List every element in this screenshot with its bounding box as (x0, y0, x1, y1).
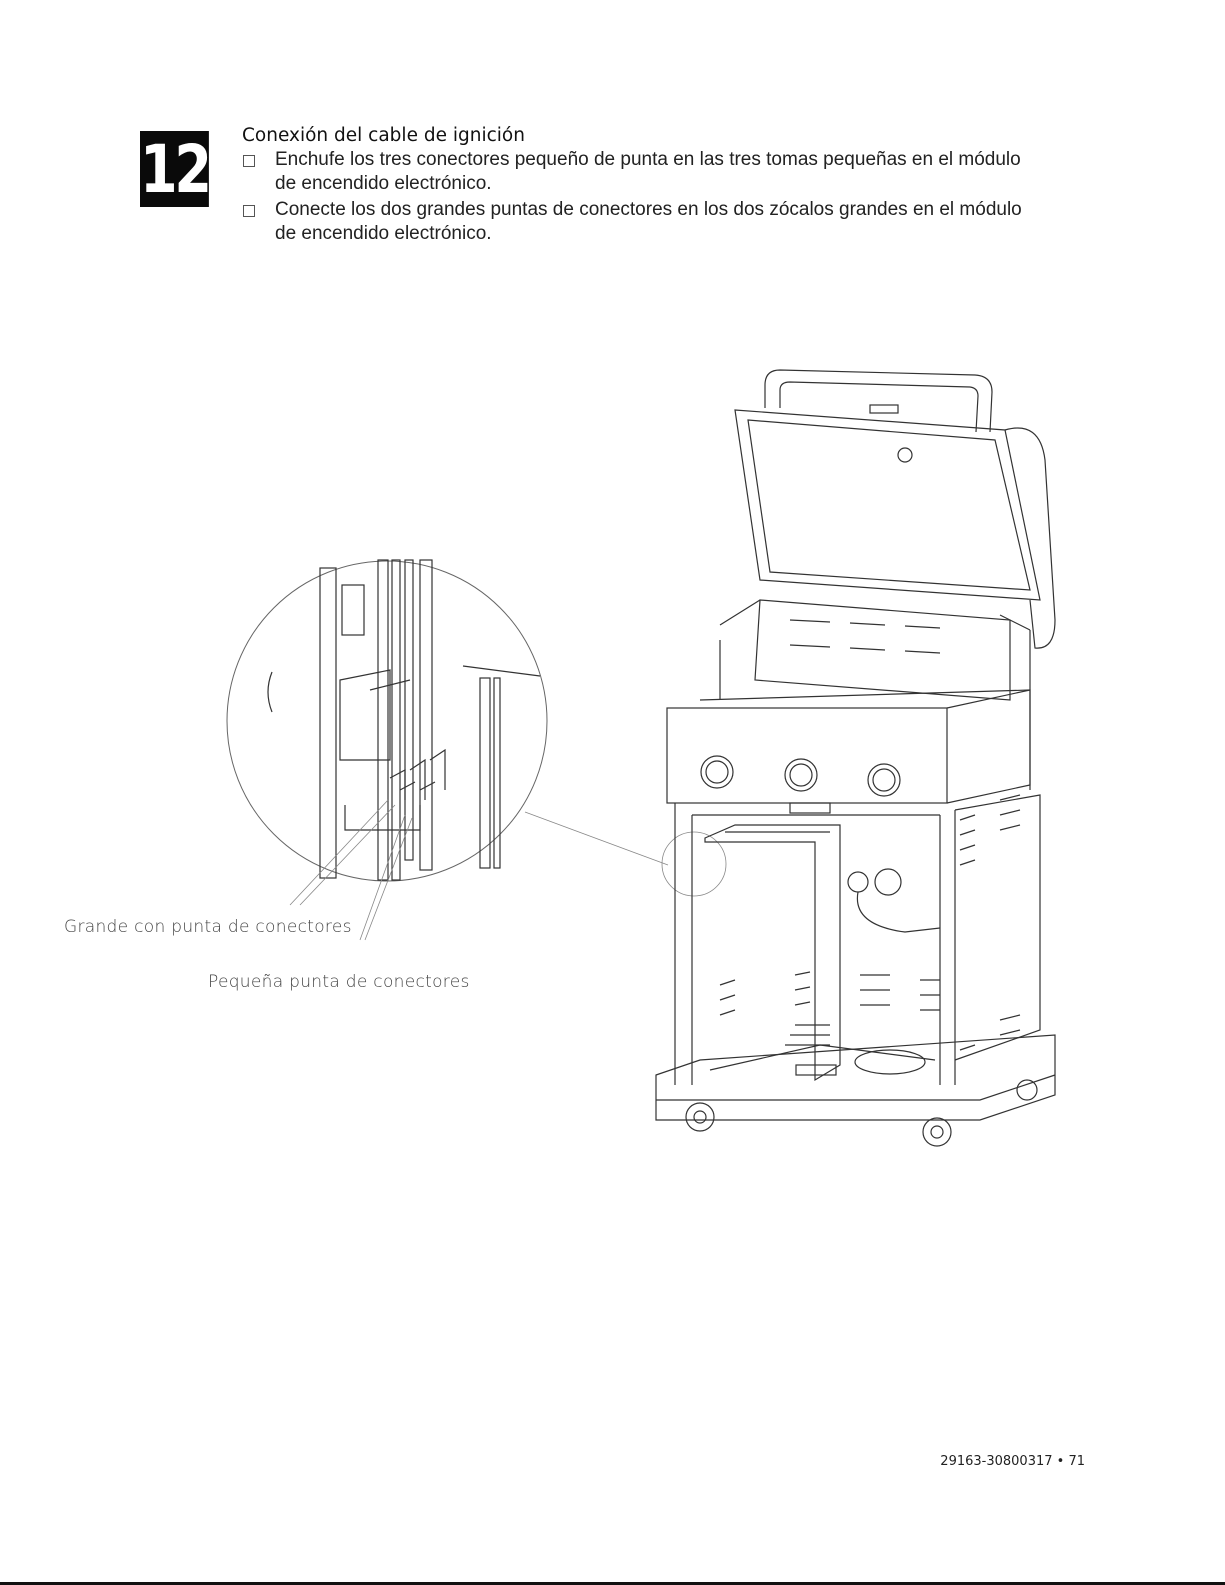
instruction-item: Enchufe los tres conectores pequeño de p… (242, 148, 1042, 196)
grill-drawing (655, 369, 1056, 1147)
bottom-divider (0, 1582, 1225, 1585)
instruction-text: Enchufe los tres conectores pequeño de p… (275, 149, 1021, 194)
callout-small-connectors: Pequeña punta de conectores (208, 972, 470, 992)
page-footer: 29163-30800317 • 71 (940, 1454, 1085, 1469)
callout-leader-lines (289, 799, 727, 941)
step-number-badge: 12 (140, 130, 212, 208)
checkbox-icon[interactable] (243, 205, 255, 217)
checkbox-icon[interactable] (243, 155, 255, 167)
instruction-item: Conecte los dos grandes puntas de conect… (242, 198, 1042, 246)
instruction-list: Enchufe los tres conectores pequeño de p… (242, 148, 1042, 248)
callout-large-connectors: Grande con punta de conectores (64, 917, 352, 937)
instruction-text: Conecte los dos grandes puntas de conect… (275, 199, 1022, 244)
step-title: Conexión del cable de ignición (242, 125, 525, 146)
detail-magnifier (226, 559, 548, 882)
